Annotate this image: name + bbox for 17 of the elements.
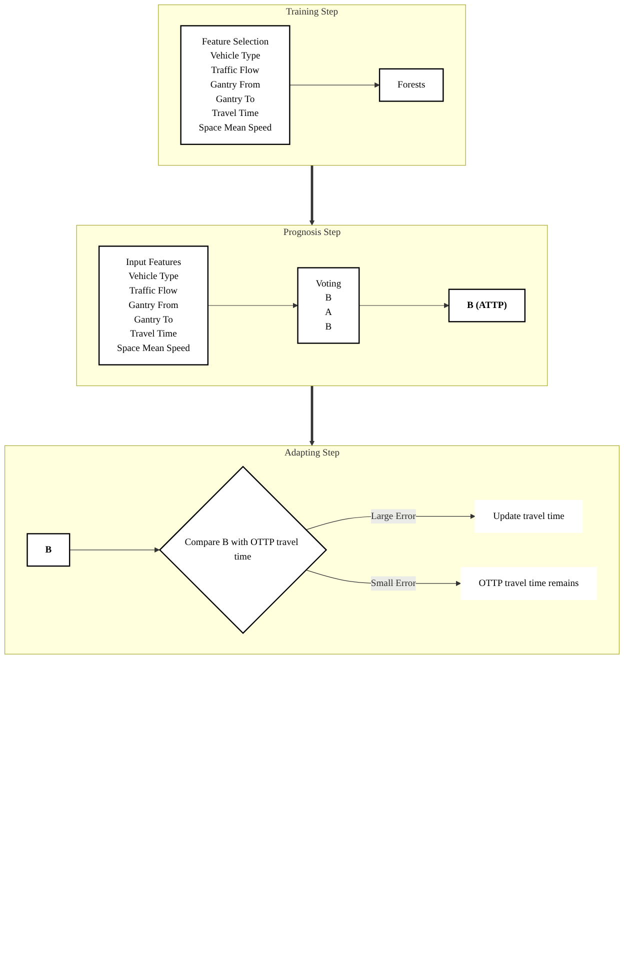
node-box: Update travel time [474, 500, 583, 533]
arrow [208, 302, 298, 308]
arrow [358, 302, 450, 308]
node-box: B (ATTP) [448, 288, 526, 322]
node-box: OTTP travel time remains [460, 566, 598, 600]
node-box: B [26, 533, 70, 567]
node-box: Input Features Vehicle Type Traffic Flow Gantry From Gantry To Travel Time Space Mean Speed [98, 246, 209, 366]
arrow [309, 386, 315, 446]
node-box: Voting B A B [297, 267, 360, 344]
edge-label: Small Error [370, 578, 416, 588]
node-diamond: Compare B with OTTP travel time [158, 466, 328, 634]
edge-label: Large Error [370, 510, 416, 522]
arrow [69, 547, 160, 553]
node-box: Feature Selection Vehicle Type Traffic Flow Gantry From Gantry To Travel Time Space Mean Speed [180, 25, 290, 145]
node-box: Forests [378, 68, 444, 102]
arrow [289, 82, 380, 88]
arrow [309, 165, 315, 226]
